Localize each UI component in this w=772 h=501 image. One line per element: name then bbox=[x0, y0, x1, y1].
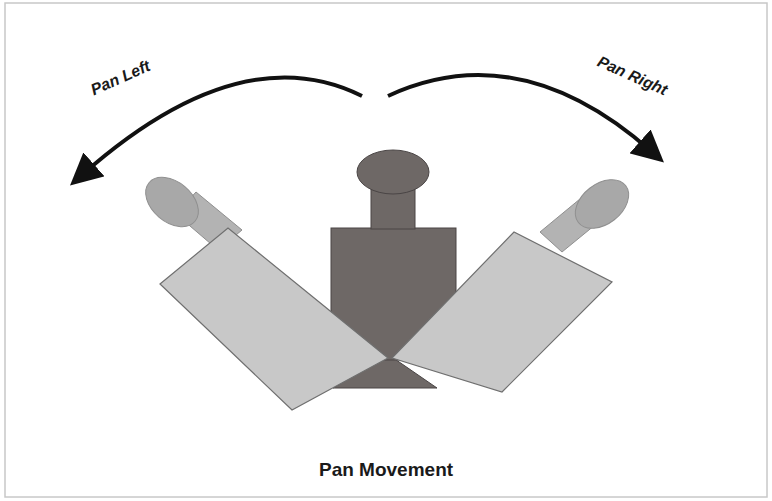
diagram-title: Pan Movement bbox=[319, 459, 453, 481]
right-camera-body bbox=[392, 232, 612, 392]
frame bbox=[5, 3, 767, 497]
pan-right-arrow bbox=[388, 75, 652, 152]
right-camera-lens bbox=[566, 170, 638, 238]
left-camera-lens bbox=[136, 167, 208, 236]
center-camera-lens bbox=[357, 150, 429, 194]
left-camera-body bbox=[160, 228, 388, 410]
pan-left-arrow bbox=[82, 77, 362, 175]
